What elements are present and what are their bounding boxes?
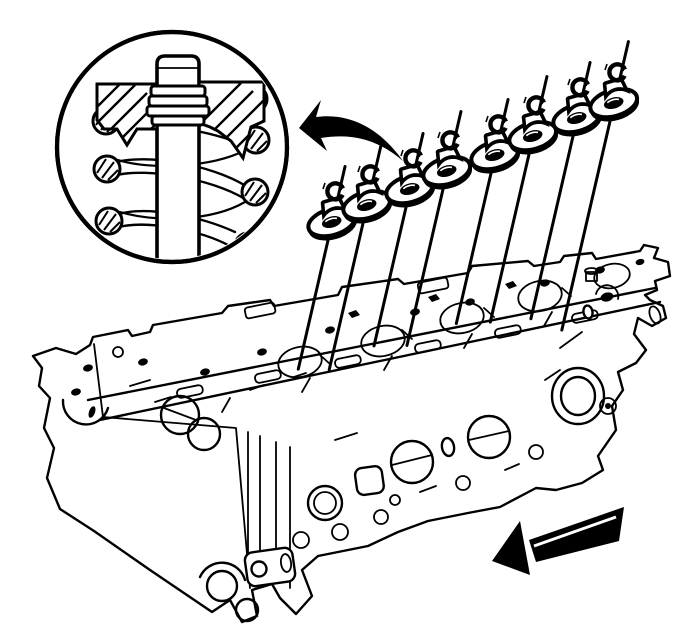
deck-front-rail-top: [86, 286, 657, 402]
right-end-details: [544, 267, 662, 381]
rail-slots: [176, 276, 599, 399]
valve-assembly: [327, 144, 395, 372]
valve-assembly: [560, 40, 643, 332]
front-face-ports: [306, 366, 617, 522]
left-flange: [61, 346, 124, 426]
valve-assembly: [454, 97, 523, 326]
front-face-bolts: [292, 444, 544, 549]
valve-assembly: [488, 75, 561, 324]
valve-stem-seal: [419, 130, 475, 194]
head-silhouette: [31, 243, 672, 624]
valve-assembly: [529, 60, 606, 321]
valve-stem-seal: [586, 62, 642, 126]
callout-arrow: [299, 100, 403, 161]
cylinder-head-illustration: [31, 243, 672, 624]
valves-layer: [296, 40, 643, 372]
deck-detail-strokes: [129, 287, 572, 493]
valve-assembly: [405, 110, 476, 347]
stem-seal-ribs: [145, 84, 211, 127]
left-end-details: [198, 431, 297, 623]
left-face-ridge: [93, 343, 251, 589]
inset-detail-circle: [54, 29, 290, 265]
valve-assembly: [296, 164, 360, 371]
direction-arrow: [492, 507, 624, 575]
valve-assembly: [372, 131, 439, 348]
left-front-holes: [159, 394, 222, 452]
